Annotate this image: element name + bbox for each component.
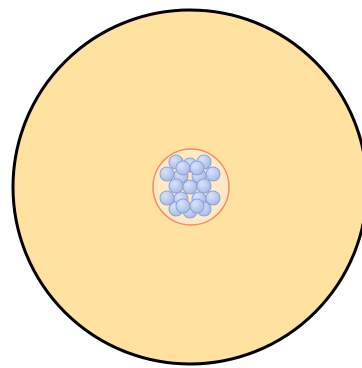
nucleon <box>169 179 183 193</box>
nucleon <box>190 199 204 213</box>
nucleon <box>183 180 197 194</box>
nucleon <box>160 167 174 181</box>
nucleon <box>176 199 190 213</box>
nucleon <box>197 179 211 193</box>
nucleon <box>176 161 190 175</box>
nucleon <box>206 167 220 181</box>
nucleon <box>190 161 204 175</box>
